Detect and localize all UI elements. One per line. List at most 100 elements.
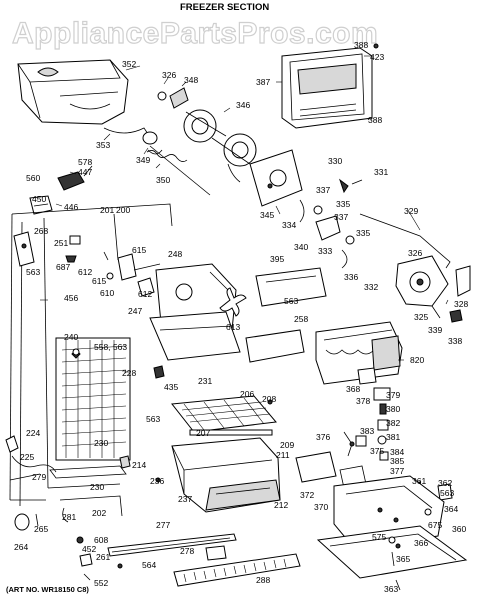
part-352-ice-bucket	[17, 59, 129, 125]
callout-236: 236	[150, 476, 164, 486]
part-240-sensor	[72, 348, 80, 356]
callout-279: 279	[32, 472, 46, 482]
callout-558-563: 558, 563	[94, 342, 127, 352]
callout-615-a: 615	[132, 245, 146, 255]
callout-376: 376	[316, 432, 330, 442]
callout-361: 361	[412, 476, 426, 486]
callout-333: 333	[318, 246, 332, 256]
callout-384: 384	[390, 447, 404, 457]
callout-328: 328	[454, 299, 468, 309]
callout-278: 278	[180, 546, 194, 556]
part-214-230-drain-trough	[49, 455, 131, 479]
part-277-slide-rail	[107, 533, 237, 569]
part-820-icemaker	[315, 321, 403, 385]
callout-563-d: 563	[440, 488, 454, 498]
callout-365: 365	[396, 554, 410, 564]
part-345-mount-bracket	[249, 149, 303, 207]
part-258-cover	[245, 329, 305, 363]
part-375-385-controls	[343, 387, 391, 461]
callout-350: 350	[156, 175, 170, 185]
callout-209: 209	[280, 440, 294, 450]
part-353-349-350-auger	[103, 127, 211, 196]
part-346-motor-fan	[183, 109, 257, 183]
callout-615-b: 615	[92, 276, 106, 286]
callout-325: 325	[414, 312, 428, 322]
callout-564: 564	[142, 560, 156, 570]
callout-207: 207	[196, 428, 210, 438]
part-228-evaporator	[55, 337, 131, 461]
part-395-panel	[255, 267, 327, 307]
callout-348: 348	[184, 75, 198, 85]
callout-336: 336	[344, 272, 358, 282]
callout-364: 364	[444, 504, 458, 514]
diagram-title: FREEZER SECTION	[180, 2, 269, 13]
part-326-348-small	[157, 87, 189, 109]
part-608-452-261-552-hardware	[76, 536, 93, 581]
callout-613: 613	[226, 322, 240, 332]
callout-326-b: 326	[408, 248, 422, 258]
callout-612-a: 612	[78, 267, 92, 277]
callout-423: 423	[370, 52, 384, 62]
part-325-326-icemaker-motor	[395, 255, 471, 319]
callout-237: 237	[178, 494, 192, 504]
callout-352: 352	[122, 59, 136, 69]
callout-456: 456	[64, 293, 78, 303]
callout-265: 265	[34, 524, 48, 534]
callout-380: 380	[386, 404, 400, 414]
callout-339: 339	[428, 325, 442, 335]
callout-230-a: 230	[94, 438, 108, 448]
callout-608: 608	[94, 535, 108, 545]
callout-225: 225	[20, 452, 34, 462]
callout-261: 261	[96, 552, 110, 562]
callout-552: 552	[94, 578, 108, 588]
callout-labels: 352 326 348 346 387 388 423 388 353 349 …	[14, 40, 468, 594]
callout-387: 387	[256, 77, 270, 87]
callout-288: 288	[256, 575, 270, 585]
part-206-shelf	[171, 395, 277, 436]
callout-346: 346	[236, 100, 250, 110]
callout-610: 610	[100, 288, 114, 298]
part-236-clip	[155, 477, 161, 483]
part-613-fan-blade	[219, 287, 247, 317]
callout-366: 366	[414, 538, 428, 548]
callout-379: 379	[386, 390, 400, 400]
callout-575: 575	[372, 532, 386, 542]
callout-340: 340	[294, 242, 308, 252]
part-387-dispenser-housing	[281, 43, 379, 129]
callout-335-a: 335	[336, 199, 350, 209]
callout-378: 378	[356, 396, 370, 406]
part-370-372-cover	[295, 451, 367, 489]
callout-329: 329	[404, 206, 418, 216]
part-333-340-levers	[299, 199, 355, 269]
callout-202: 202	[92, 508, 106, 518]
callout-435: 435	[164, 382, 178, 392]
callout-200: 200	[116, 205, 130, 215]
callout-452: 452	[82, 544, 96, 554]
part-368-bracket	[357, 367, 377, 385]
part-224-225-279-drain	[5, 435, 57, 481]
callout-212: 212	[274, 500, 288, 510]
part-247-248-evaporator-cover	[133, 263, 241, 361]
callout-382: 382	[386, 418, 400, 428]
callout-331: 331	[374, 167, 388, 177]
callout-337-b: 337	[334, 212, 348, 222]
callout-560: 560	[26, 173, 40, 183]
callout-375: 375	[370, 446, 384, 456]
callout-258: 258	[294, 314, 308, 324]
callout-335-b: 335	[356, 228, 370, 238]
callout-206: 206	[240, 389, 254, 399]
watermark-text: AppliancePartsPros.com	[12, 17, 378, 50]
callout-330: 330	[328, 156, 342, 166]
callout-388-top: 388	[354, 40, 368, 50]
callout-228: 228	[122, 368, 136, 378]
callout-563-c: 563	[146, 414, 160, 424]
callout-230-b: 230	[90, 482, 104, 492]
callout-247: 247	[128, 306, 142, 316]
callout-264: 264	[14, 542, 28, 552]
callout-211: 211	[276, 450, 290, 460]
part-211-212-237-basket	[171, 437, 281, 513]
callout-362: 362	[438, 478, 452, 488]
callout-395: 395	[270, 254, 284, 264]
callout-334: 334	[282, 220, 296, 230]
